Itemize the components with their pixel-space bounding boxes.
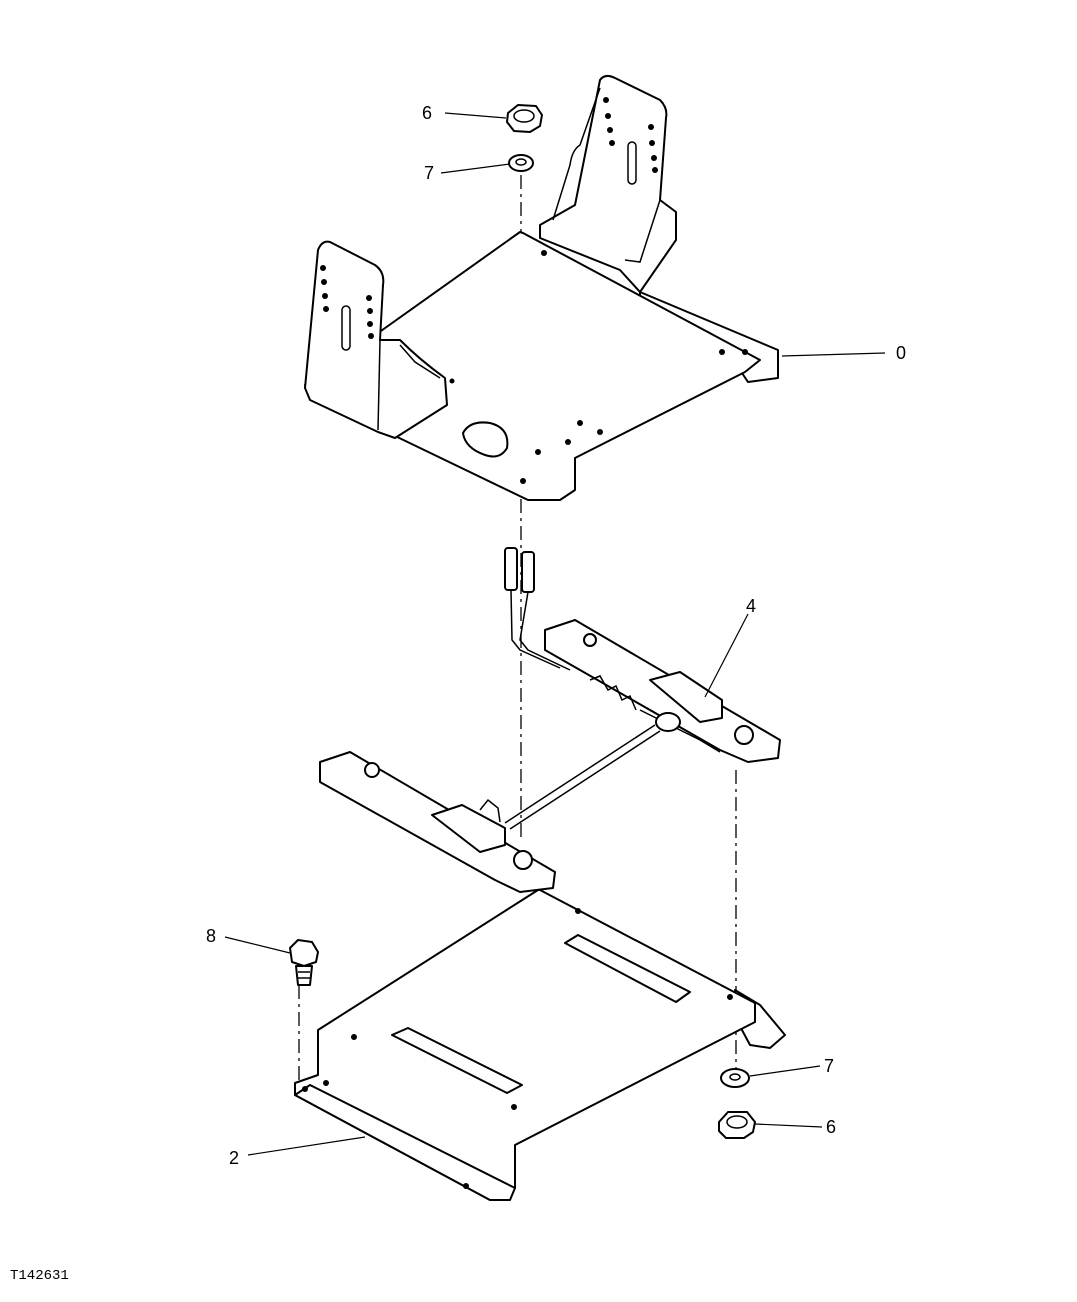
hex-nut-bottom <box>718 1111 756 1139</box>
callout-8: 8 <box>206 926 217 946</box>
seat-mounting-base <box>304 74 779 501</box>
callout-0: 0 <box>896 343 907 363</box>
base-plate <box>294 889 786 1201</box>
callout-4: 4 <box>746 596 757 616</box>
hex-nut-top <box>506 104 543 133</box>
washer-top <box>508 154 534 172</box>
washer-bottom <box>720 1068 750 1088</box>
callout-6-bottom: 6 <box>826 1117 837 1137</box>
callout-2: 2 <box>229 1148 240 1168</box>
callout-7-bottom: 7 <box>824 1056 835 1076</box>
seat-slide-rails <box>319 547 781 893</box>
callout-6-top: 6 <box>422 103 433 123</box>
callout-7-top: 7 <box>424 163 435 183</box>
figure-id-label: T142631 <box>10 1268 69 1284</box>
leader-lines <box>224 112 886 1156</box>
bolt <box>289 939 319 986</box>
